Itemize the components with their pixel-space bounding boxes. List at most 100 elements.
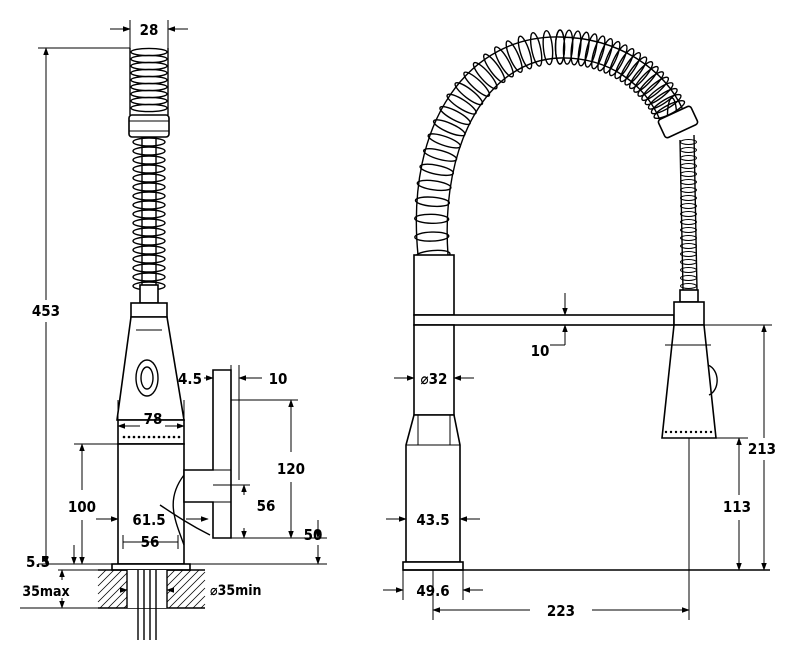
spring-loop [132, 272, 166, 282]
nozzle-dot [167, 435, 171, 439]
arch-coil-loop [454, 82, 484, 106]
right-spring-loop [680, 179, 697, 185]
right-spring-loop [680, 259, 697, 265]
right-spring-loop [680, 283, 697, 289]
arch-coil-loop [529, 32, 543, 67]
dim-spout-wall: 4.5 [178, 370, 202, 388]
arch-coil-loop [542, 29, 554, 66]
coil-loop [130, 68, 168, 78]
arch-coil-loop [422, 147, 458, 162]
right-spring-loop [680, 211, 697, 217]
dim-spout-gap: 10 [269, 370, 288, 388]
arch-coil-loop [644, 82, 674, 106]
nozzle-dot [679, 430, 683, 434]
spring-loop [132, 227, 166, 237]
arch-coil-loop [584, 33, 598, 68]
hatch-line [200, 603, 206, 609]
hatch-line [115, 596, 128, 609]
arch-coil-loop [505, 40, 523, 73]
dim-outlet-drop: 50 [304, 526, 323, 544]
spring-loop [132, 191, 166, 201]
spring-loop [132, 137, 166, 147]
nozzle-dot [172, 435, 176, 439]
right-spring-loop [680, 139, 697, 145]
arch-coil-loop [597, 37, 614, 72]
nozzle-dot [669, 430, 673, 434]
nozzle-dot [694, 430, 698, 434]
dim-body-diameter: 43.5 [416, 511, 449, 529]
dim-base-width: 56 [141, 533, 160, 551]
right-spring-loop [680, 147, 697, 153]
arch-coil-loop [463, 71, 491, 97]
side-base-plate [111, 563, 191, 571]
right-spring-loop [680, 203, 697, 209]
arch-coil-loop [432, 119, 466, 137]
side-spray-button [135, 359, 159, 397]
nozzle-dot [142, 435, 146, 439]
dim-hole-diameter: ⌀35min [210, 583, 262, 599]
arch-coil-loop [591, 35, 606, 70]
side-supply-pipes [137, 570, 157, 640]
dim-reach: 223 [547, 602, 575, 620]
side-spring [132, 137, 166, 295]
dim-head-top-height: 213 [748, 440, 776, 458]
arch-coil-loop [483, 53, 506, 84]
spring-loop [132, 263, 166, 273]
arch-coil-loop [517, 35, 533, 70]
front-body [405, 414, 461, 563]
dim-outlet-height: 56 [257, 497, 276, 515]
arch-coil-loop [570, 30, 582, 66]
arch-coil-loop [614, 48, 635, 80]
nozzle-dot [137, 435, 141, 439]
front-base [402, 561, 464, 571]
coil-loop [130, 103, 168, 113]
arch-coil-loop [637, 71, 665, 97]
nozzle-dot [127, 435, 131, 439]
right-spring-loop [680, 275, 697, 281]
hatch-line [166, 569, 176, 579]
hatch-line [97, 569, 107, 579]
arch-coil-loop [472, 61, 498, 90]
right-spring-loop [680, 235, 697, 241]
coil-loop [130, 82, 168, 92]
arch-coil-loop [414, 231, 450, 242]
coil-loop [130, 61, 168, 71]
arch-coil-loop [641, 76, 670, 102]
hatch-line [166, 569, 200, 603]
front-column [413, 254, 455, 316]
front-arch-coil [414, 29, 686, 261]
right-spring-loop [680, 219, 697, 225]
side-view [97, 47, 232, 640]
arch-coil-loop [414, 213, 450, 225]
hatch-line [168, 571, 206, 609]
nozzle-dot [152, 435, 156, 439]
nozzle-dot [684, 430, 688, 434]
front-spray-button [707, 364, 718, 396]
right-spring-loop [680, 227, 697, 233]
spring-loop [132, 245, 166, 255]
right-spring-loop [680, 195, 697, 201]
front-right-spring [679, 134, 698, 291]
arch-coil-loop [554, 29, 566, 65]
dim-total-height: 453 [32, 302, 60, 320]
arch-coil-loop [416, 179, 452, 192]
nozzle-dot [674, 430, 678, 434]
side-spout [183, 369, 232, 539]
hatch-line [184, 587, 206, 609]
spring-loop [132, 254, 166, 264]
spring-loop [132, 236, 166, 246]
coil-loop [130, 47, 168, 57]
side-deck [97, 569, 206, 609]
arch-coil-loop [427, 133, 462, 149]
nozzle-dot [147, 435, 151, 439]
arch-coil-loop [419, 163, 455, 177]
hatch-line [97, 569, 123, 595]
spring-loop [132, 209, 166, 219]
arch-coil-loop [647, 87, 678, 110]
right-spring-loop [680, 267, 697, 273]
spring-loop [132, 173, 166, 183]
nozzle-dot [122, 435, 126, 439]
spring-loop [132, 164, 166, 174]
right-spring-loop [680, 187, 697, 193]
spring-loop [132, 200, 166, 210]
